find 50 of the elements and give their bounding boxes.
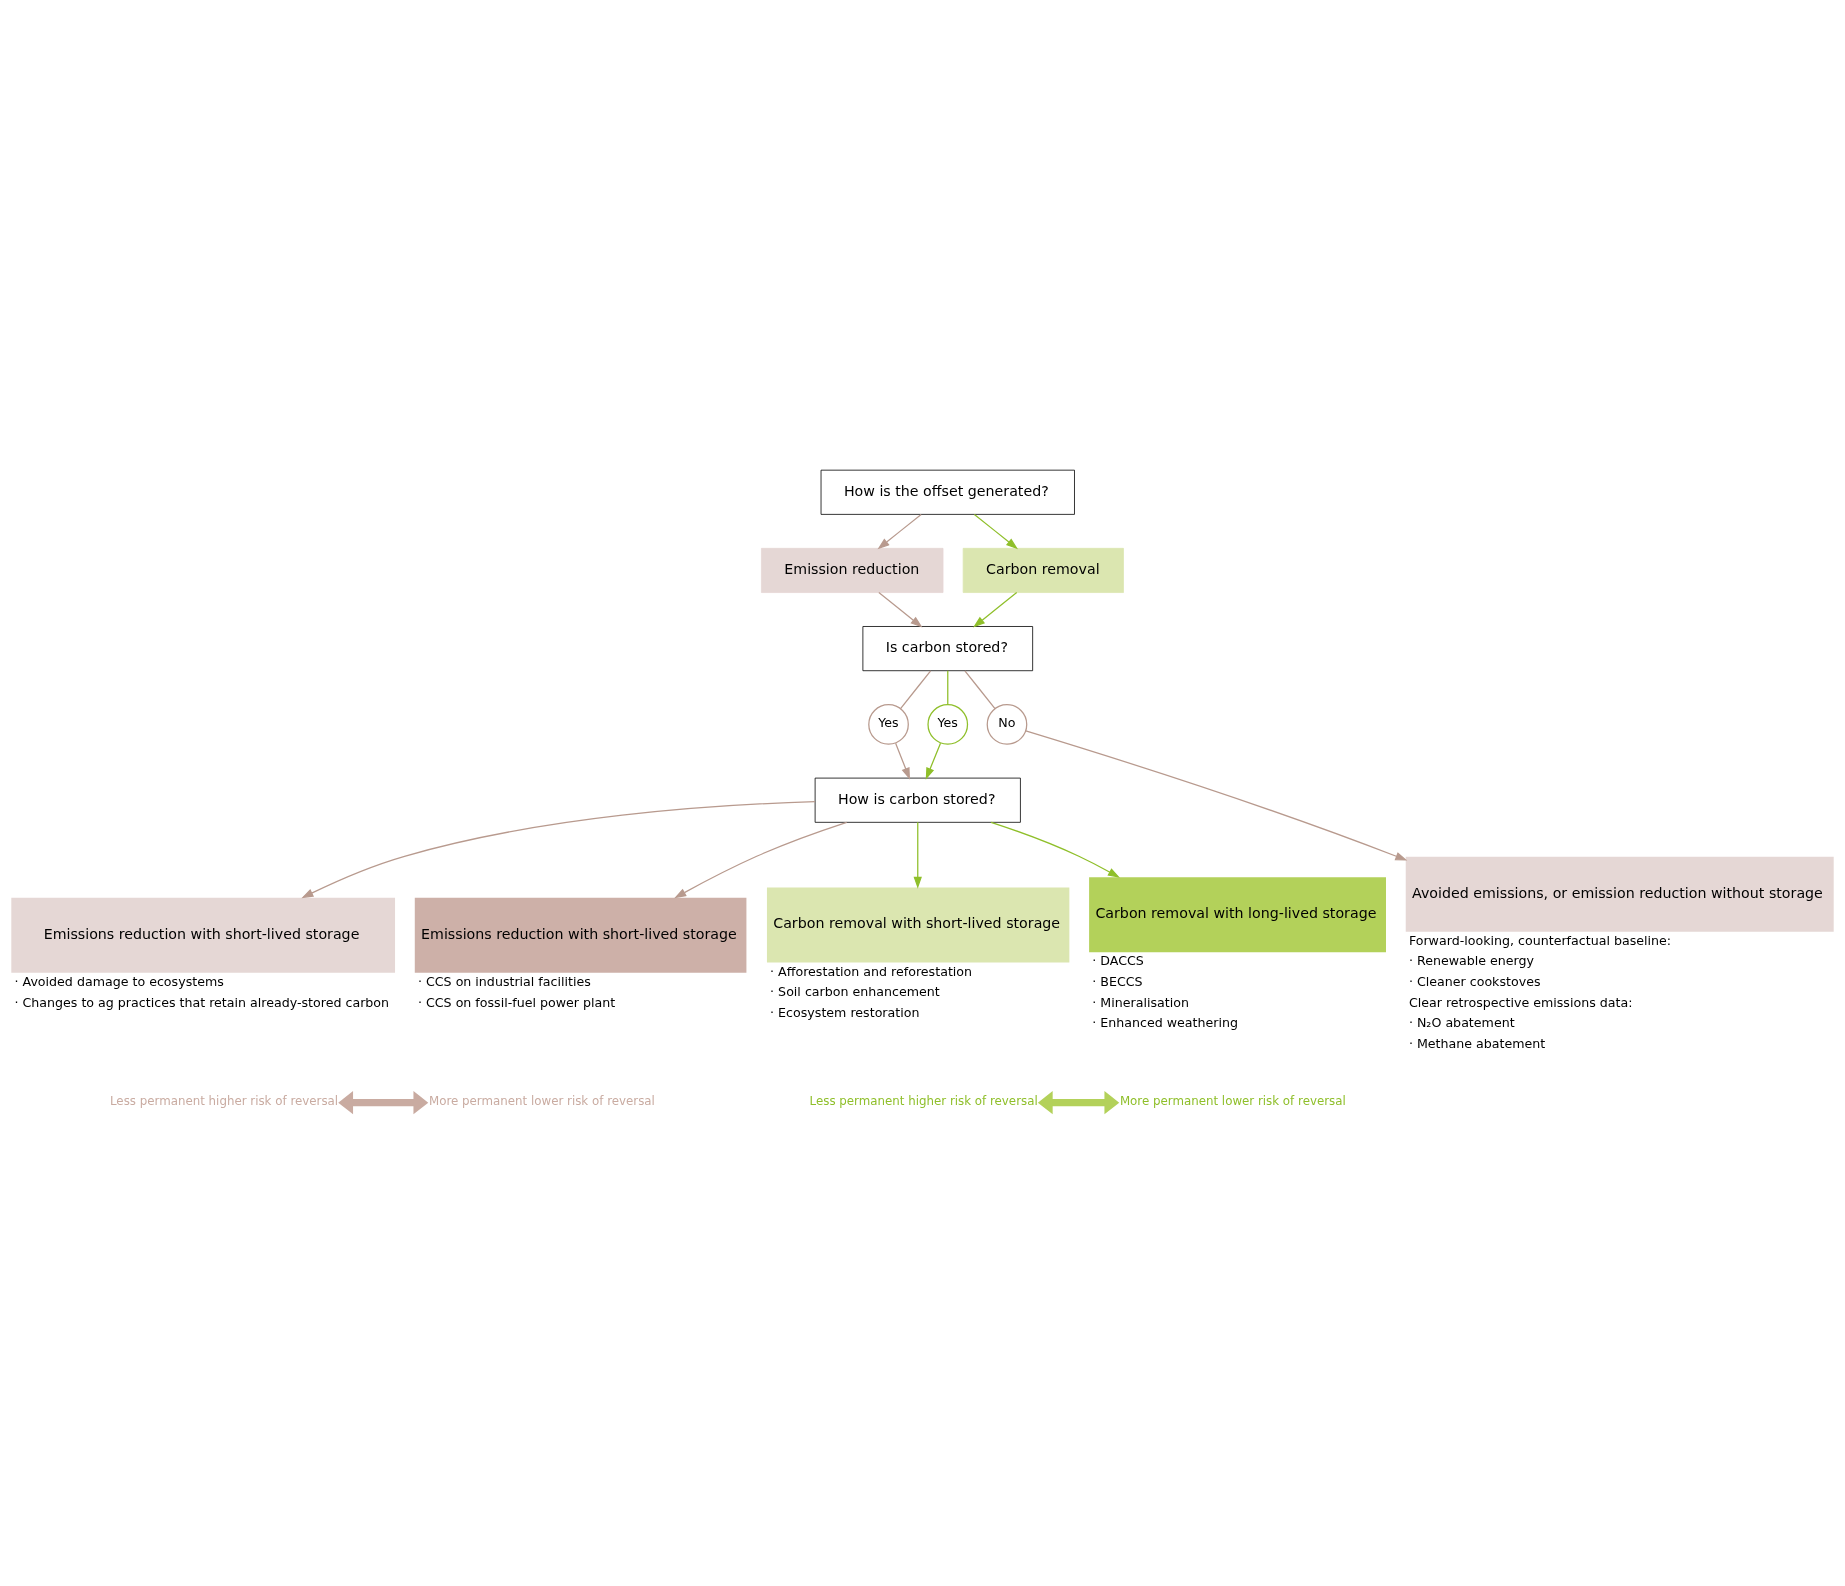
node-box: Emissions reduction with short-lived storage — [414, 897, 747, 973]
node-text: Less permanent higher risk of reversal — [110, 1093, 339, 1108]
node-label: Clear retrospective emissions data: — [1408, 994, 1633, 1010]
node-box: Carbon removal with short-lived storage — [766, 886, 1070, 962]
node-box: Carbon removal with long-lived storage — [1089, 876, 1386, 952]
arrow — [878, 591, 923, 628]
node-box: Carbon removal — [962, 547, 1124, 593]
arrow — [990, 821, 1120, 878]
connector — [947, 669, 949, 705]
node-label: · Renewable energy — [1408, 952, 1535, 968]
arrow — [338, 1090, 429, 1114]
node-label: · Soil carbon enhancement — [770, 983, 940, 999]
arrow — [973, 513, 1018, 549]
node-label: · Mineralisation — [1092, 994, 1189, 1010]
node-label: · BECCS — [1092, 973, 1143, 989]
node-label: · CCS on industrial facilities — [417, 973, 591, 989]
arrow — [895, 742, 910, 780]
node-box: Emissions reduction with short-lived storage — [11, 897, 396, 973]
node-label: · Enhanced weathering — [1092, 1014, 1239, 1030]
node-text: More permanent lower risk of reversal — [1119, 1093, 1346, 1108]
node-label: · Methane abatement — [1408, 1035, 1546, 1051]
node-box: Emission reduction — [761, 547, 944, 593]
node-label: · Ecosystem restoration — [770, 1004, 920, 1020]
arrow — [973, 591, 1018, 628]
arrow — [1037, 1090, 1120, 1114]
arrow — [1025, 729, 1408, 861]
node-circle: No — [986, 703, 1028, 745]
node-label: · Cleaner cookstoves — [1408, 973, 1541, 989]
node-label: · Changes to ag practices that retain already-stored carbon — [14, 994, 390, 1010]
node-label: · Avoided damage to ecosystems — [14, 973, 224, 989]
node-text: More permanent lower risk of reversal — [429, 1093, 655, 1108]
node-box: Avoided emissions, or emission reduction without storage — [1405, 856, 1834, 932]
node-label: · CCS on fossil-fuel power plant — [417, 994, 616, 1010]
node-label: · Afforestation and reforestation — [770, 963, 973, 979]
node-circle: Yes — [868, 703, 909, 745]
connector — [899, 669, 932, 709]
node-label: · N₂O abatement — [1408, 1014, 1515, 1030]
node-circle: Yes — [927, 703, 969, 745]
node-box: How is the offset generated? — [820, 469, 1075, 515]
arrow — [913, 821, 922, 889]
node-label: · DACCS — [1092, 952, 1144, 968]
arrow — [301, 800, 816, 898]
arrow — [674, 821, 848, 898]
node-box: Is carbon stored? — [862, 625, 1034, 671]
node-text: Less permanent higher risk of reversal — [809, 1093, 1038, 1108]
connector — [964, 669, 996, 709]
node-label: Forward-looking, counterfactual baseline: — [1408, 932, 1672, 948]
arrow — [925, 742, 942, 780]
node-box: How is carbon stored? — [814, 777, 1021, 823]
arrow — [877, 513, 922, 549]
